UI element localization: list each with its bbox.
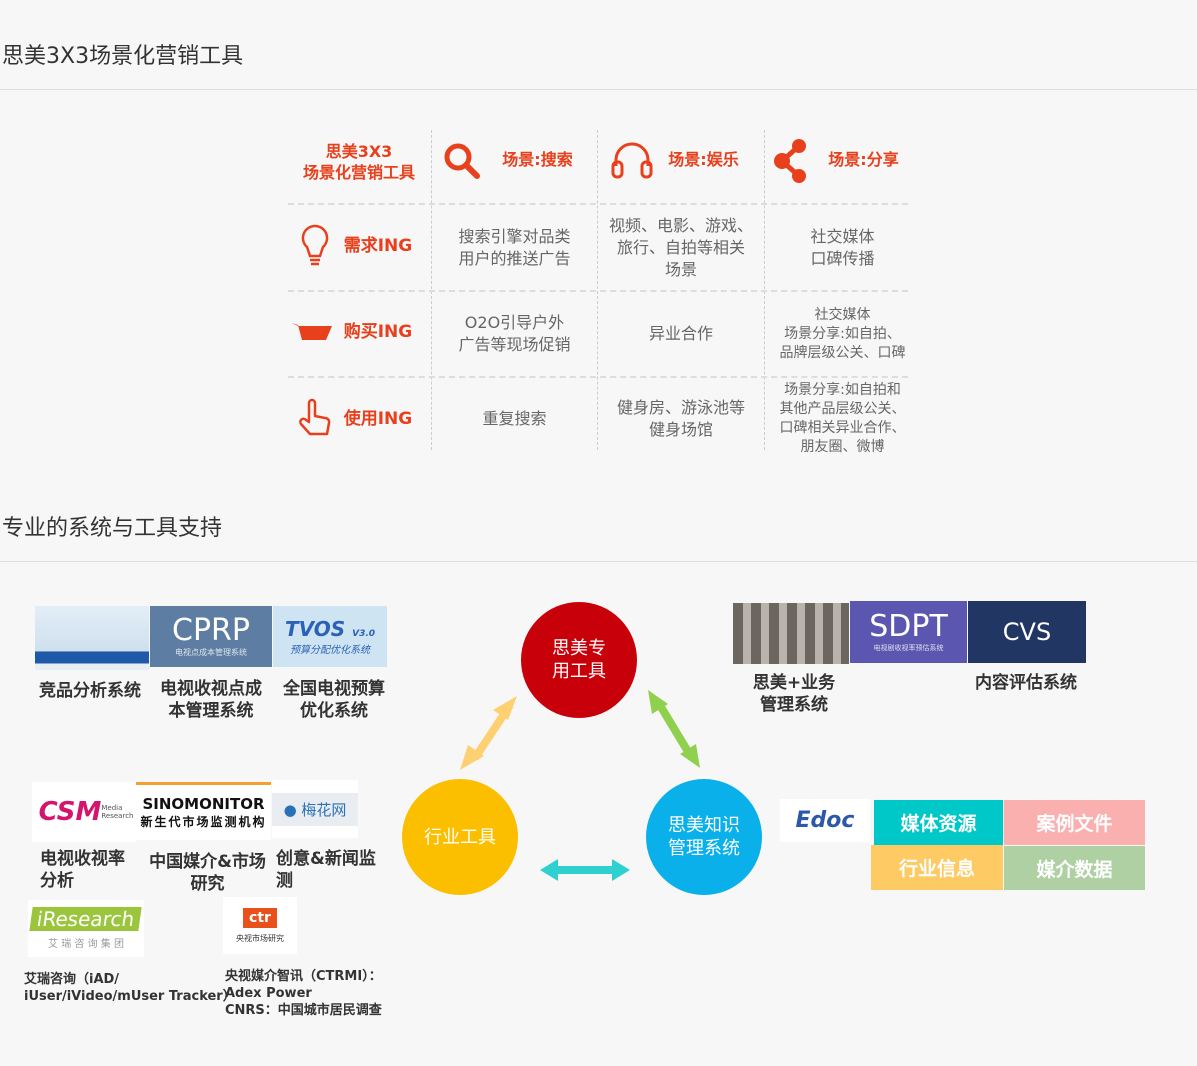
csm-logo: CSM Media Research — [32, 782, 136, 842]
logo-subtext: 央视市场研究 — [236, 933, 284, 943]
divider — [288, 203, 908, 205]
logo-subtext: 新生代市场监测机构 — [140, 815, 267, 829]
matrix-corner: 思美3X3 场景化营销工具 — [288, 138, 430, 186]
edoc-logo: Edoc — [780, 799, 870, 842]
source-text: 艾瑞咨询（iAD/ iUser/iVideo/mUser Tracker） — [24, 972, 236, 1004]
logo-version: V3.0 — [352, 629, 376, 639]
cprp-logo: CPRP 电视点成本管理系统 — [150, 606, 272, 667]
matrix-cell: 视频、电影、游戏、 旅行、自拍等相关 场景 — [608, 216, 753, 279]
logo-subtext: 预算分配优化系统 — [290, 645, 370, 656]
tile-media-data: 媒介数据 — [1004, 846, 1145, 890]
tile-industry-info: 行业信息 — [871, 845, 1003, 890]
logo-text: TVOS — [284, 617, 346, 641]
column-header: 场景:娱乐 — [668, 150, 739, 169]
logo-subtext: Media Research — [101, 804, 134, 820]
logo-text: CSM — [38, 797, 102, 827]
logo-subtext: 艾 瑞 咨 询 集 团 — [48, 939, 124, 950]
arrow-yellow — [460, 696, 517, 770]
row-label: 使用ING — [343, 409, 413, 429]
tvos-logo: TVOS V3.0 预算分配优化系统 — [273, 606, 387, 667]
section-title: 专业的系统与工具支持 — [2, 516, 223, 541]
cvs-logo: CVS — [968, 601, 1086, 663]
arrow-cyan — [540, 859, 630, 881]
iresearch-logo: iResearch 艾 瑞 咨 询 集 团 — [28, 900, 144, 957]
logo-text: ctr — [243, 907, 277, 928]
logo-subtext: 电视点成本管理系统 — [175, 648, 247, 657]
logo-text: 梅花网 — [301, 800, 347, 819]
corner-line: 思美3X3 — [325, 142, 393, 161]
logo-text: SDPT — [869, 609, 948, 644]
sdpt-logo: SDPT 电视剧收视率预估系统 — [850, 601, 967, 663]
matrix-cell: 异业合作 — [648, 324, 713, 343]
lightbulb-icon — [301, 224, 329, 266]
tool-label: 全国电视预算 优化系统 — [283, 679, 385, 721]
circle-industry-tools: 行业工具 — [402, 779, 518, 895]
matrix-cell: 社交媒体 口碑传播 — [810, 227, 875, 268]
column-header: 场景:搜索 — [502, 150, 573, 169]
matrix-cell: 健身房、游泳池等 健身场馆 — [616, 398, 745, 439]
matrix-cell: 搜索引擎对品类 用户的推送广告 — [458, 227, 571, 268]
logo-text: SINOMONITOR — [142, 795, 265, 813]
circle-simei-tools: 思美专 用工具 — [521, 602, 637, 718]
tool-label: 电视收视率 分析 — [40, 849, 125, 891]
search-icon — [444, 143, 480, 179]
divider — [0, 561, 1197, 562]
matrix-cell: 场景分享:如自拍和 其他产品层级公关、 口碑相关异业合作、 朋友圈、微博 — [779, 382, 906, 455]
matrix-cell: 社交媒体 场景分享:如自拍、 品牌层级公关、口碑 — [779, 306, 906, 361]
logo-text: CPRP — [172, 613, 250, 648]
divider — [288, 376, 908, 378]
circle-knowledge-system: 思美知识 管理系统 — [646, 779, 762, 895]
headphones-icon — [611, 142, 653, 179]
ctr-logo: ctr 央视市场研究 — [223, 897, 297, 954]
matrix-cell: 重复搜索 — [482, 409, 547, 428]
logo-subtext: 电视剧收视率预估系统 — [873, 644, 944, 652]
corner-line: 场景化营销工具 — [302, 163, 415, 182]
simei-business-logo — [733, 603, 849, 664]
tile-media-resources: 媒体资源 — [874, 800, 1003, 845]
meihua-logo: ● 梅花网 — [272, 780, 358, 838]
source-text: 央视媒介智讯（CTRMI）： Adex Power CNRS：中国城市居民调查 — [225, 969, 382, 1018]
tool-label: 中国媒介&市场 研究 — [149, 852, 266, 894]
section-title: 思美3X3场景化营销工具 — [2, 44, 244, 69]
cycle-arrows — [460, 690, 700, 881]
matrix-cell: O2O引导户外 广告等现场促销 — [458, 313, 571, 354]
tile-case-files: 案例文件 — [1004, 800, 1145, 845]
logo-text: iResearch — [29, 907, 143, 931]
share-icon — [774, 139, 806, 183]
competitor-analysis-logo — [35, 606, 149, 670]
divider — [0, 89, 1197, 90]
tool-label: 创意&新闻监 测 — [276, 849, 376, 891]
tool-label: 电视收视点成 本管理系统 — [160, 679, 262, 721]
divider — [288, 290, 908, 292]
shopping-basket-icon — [292, 323, 332, 340]
row-label: 需求ING — [343, 236, 413, 256]
tool-label: 思美+业务 管理系统 — [752, 673, 836, 715]
tool-label: 内容评估系统 — [975, 673, 1077, 693]
row-label: 购买ING — [343, 322, 413, 342]
column-header: 场景:分享 — [828, 150, 899, 169]
sinomonitor-logo: SINOMONITOR 新生代市场监测机构 — [136, 782, 271, 840]
arrow-green — [648, 690, 700, 768]
tool-label: 竞品分析系统 — [39, 681, 141, 701]
hand-pointer-icon — [299, 398, 331, 436]
